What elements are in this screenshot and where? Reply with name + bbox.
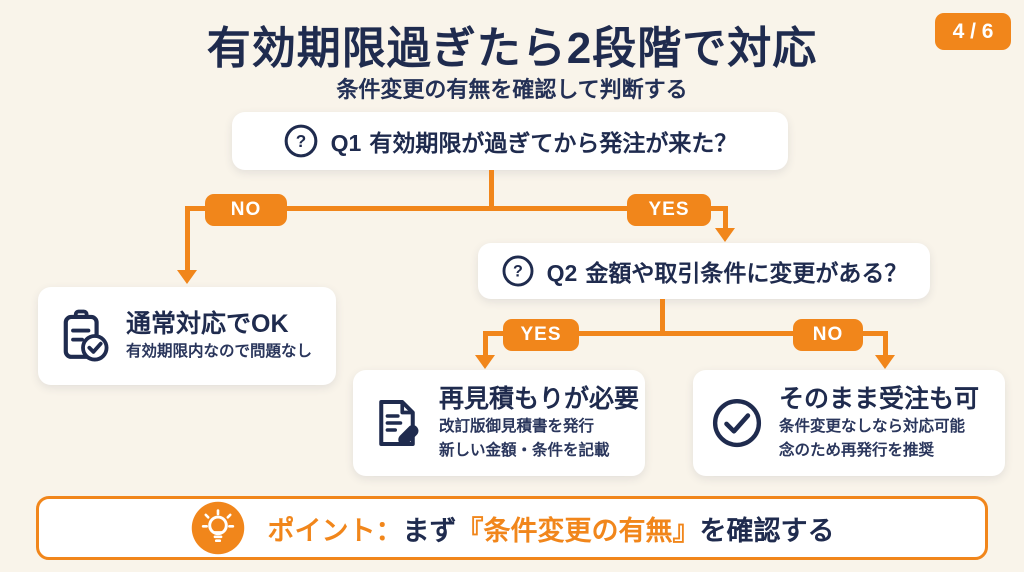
requote-result-title: 再見積もりが必要 xyxy=(439,385,640,414)
q1-text: Q1 有効期限が過ぎてから発注が来た？ xyxy=(331,124,738,158)
check-circle-icon xyxy=(709,395,765,451)
point-highlight: 『条件変更の有無』 xyxy=(456,515,700,546)
q1-yes-arrow-icon xyxy=(715,228,735,242)
q2-yes-arrow-icon xyxy=(475,355,495,369)
page-subtitle: 条件変更の有無を確認して判断する xyxy=(336,77,688,102)
normal-result-card: 通常対応でOK 有効期限内なので問題なし xyxy=(38,287,336,385)
q1-id: Q1 xyxy=(330,130,362,156)
q1-card: ? Q1 有効期限が過ぎてから発注が来た？ xyxy=(232,112,788,170)
q2-yes-badge: YES xyxy=(503,319,579,351)
q2-no-arrow-icon xyxy=(875,355,895,369)
q2-no-line xyxy=(883,331,888,357)
q2-question: 金額や取引条件に変更がある？ xyxy=(585,260,908,286)
question-circle-icon: ? xyxy=(283,123,319,159)
requote-result-line: 新しい金額・条件を記載 xyxy=(439,441,610,459)
normal-result-title: 通常対応でOK xyxy=(126,309,289,338)
requote-result-line: 改訂版御見積書を発行 xyxy=(439,418,595,436)
page-indicator-badge: 4 / 6 xyxy=(935,13,1011,50)
point-suffix: を確認する xyxy=(699,515,835,546)
q1-no-line xyxy=(185,206,190,272)
q2-stem-line xyxy=(660,299,665,333)
point-prefix: まず xyxy=(402,515,457,546)
q1-branch-line xyxy=(185,206,728,211)
q2-branch-line xyxy=(483,331,888,336)
clipboard-check-icon xyxy=(54,307,112,365)
svg-text:?: ? xyxy=(513,263,523,281)
q2-yes-line xyxy=(483,331,488,357)
q1-no-arrow-icon xyxy=(177,270,197,284)
q2-card: ? Q2 金額や取引条件に変更がある？ xyxy=(478,243,930,299)
requote-result-card: 再見積もりが必要 改訂版御見積書を発行 新しい金額・条件を記載 xyxy=(353,370,645,476)
q1-yes-badge: YES xyxy=(627,194,711,226)
q2-no-badge: NO xyxy=(793,319,863,351)
q2-text: Q2 金額や取引条件に変更がある？ xyxy=(547,254,908,288)
accept-result-title: そのまま受注も可 xyxy=(779,385,980,414)
point-text: ポイント：まず『条件変更の有無』を確認する xyxy=(268,509,835,548)
lightbulb-icon xyxy=(190,500,246,556)
accept-result-line: 念のため再発行を推奨 xyxy=(779,441,935,459)
question-circle-icon: ? xyxy=(501,254,535,288)
page-title: 有効期限過ぎたら2段階で対応 xyxy=(206,24,818,73)
document-edit-icon xyxy=(369,395,425,451)
q1-yes-line xyxy=(723,206,728,230)
q1-no-badge: NO xyxy=(205,194,287,226)
point-bar: ポイント：まず『条件変更の有無』を確認する xyxy=(36,496,988,560)
svg-text:?: ? xyxy=(295,132,305,151)
normal-result-desc: 有効期限内なので問題なし xyxy=(126,343,313,360)
point-label: ポイント： xyxy=(267,515,403,546)
q1-question: 有効期限が過ぎてから発注が来た？ xyxy=(369,130,738,156)
accept-result-line: 条件変更なしなら対応可能 xyxy=(779,418,966,436)
q2-id: Q2 xyxy=(546,260,578,286)
accept-result-card: そのまま受注も可 条件変更なしなら対応可能 念のため再発行を推奨 xyxy=(693,370,1005,476)
q1-stem-line xyxy=(489,170,494,208)
